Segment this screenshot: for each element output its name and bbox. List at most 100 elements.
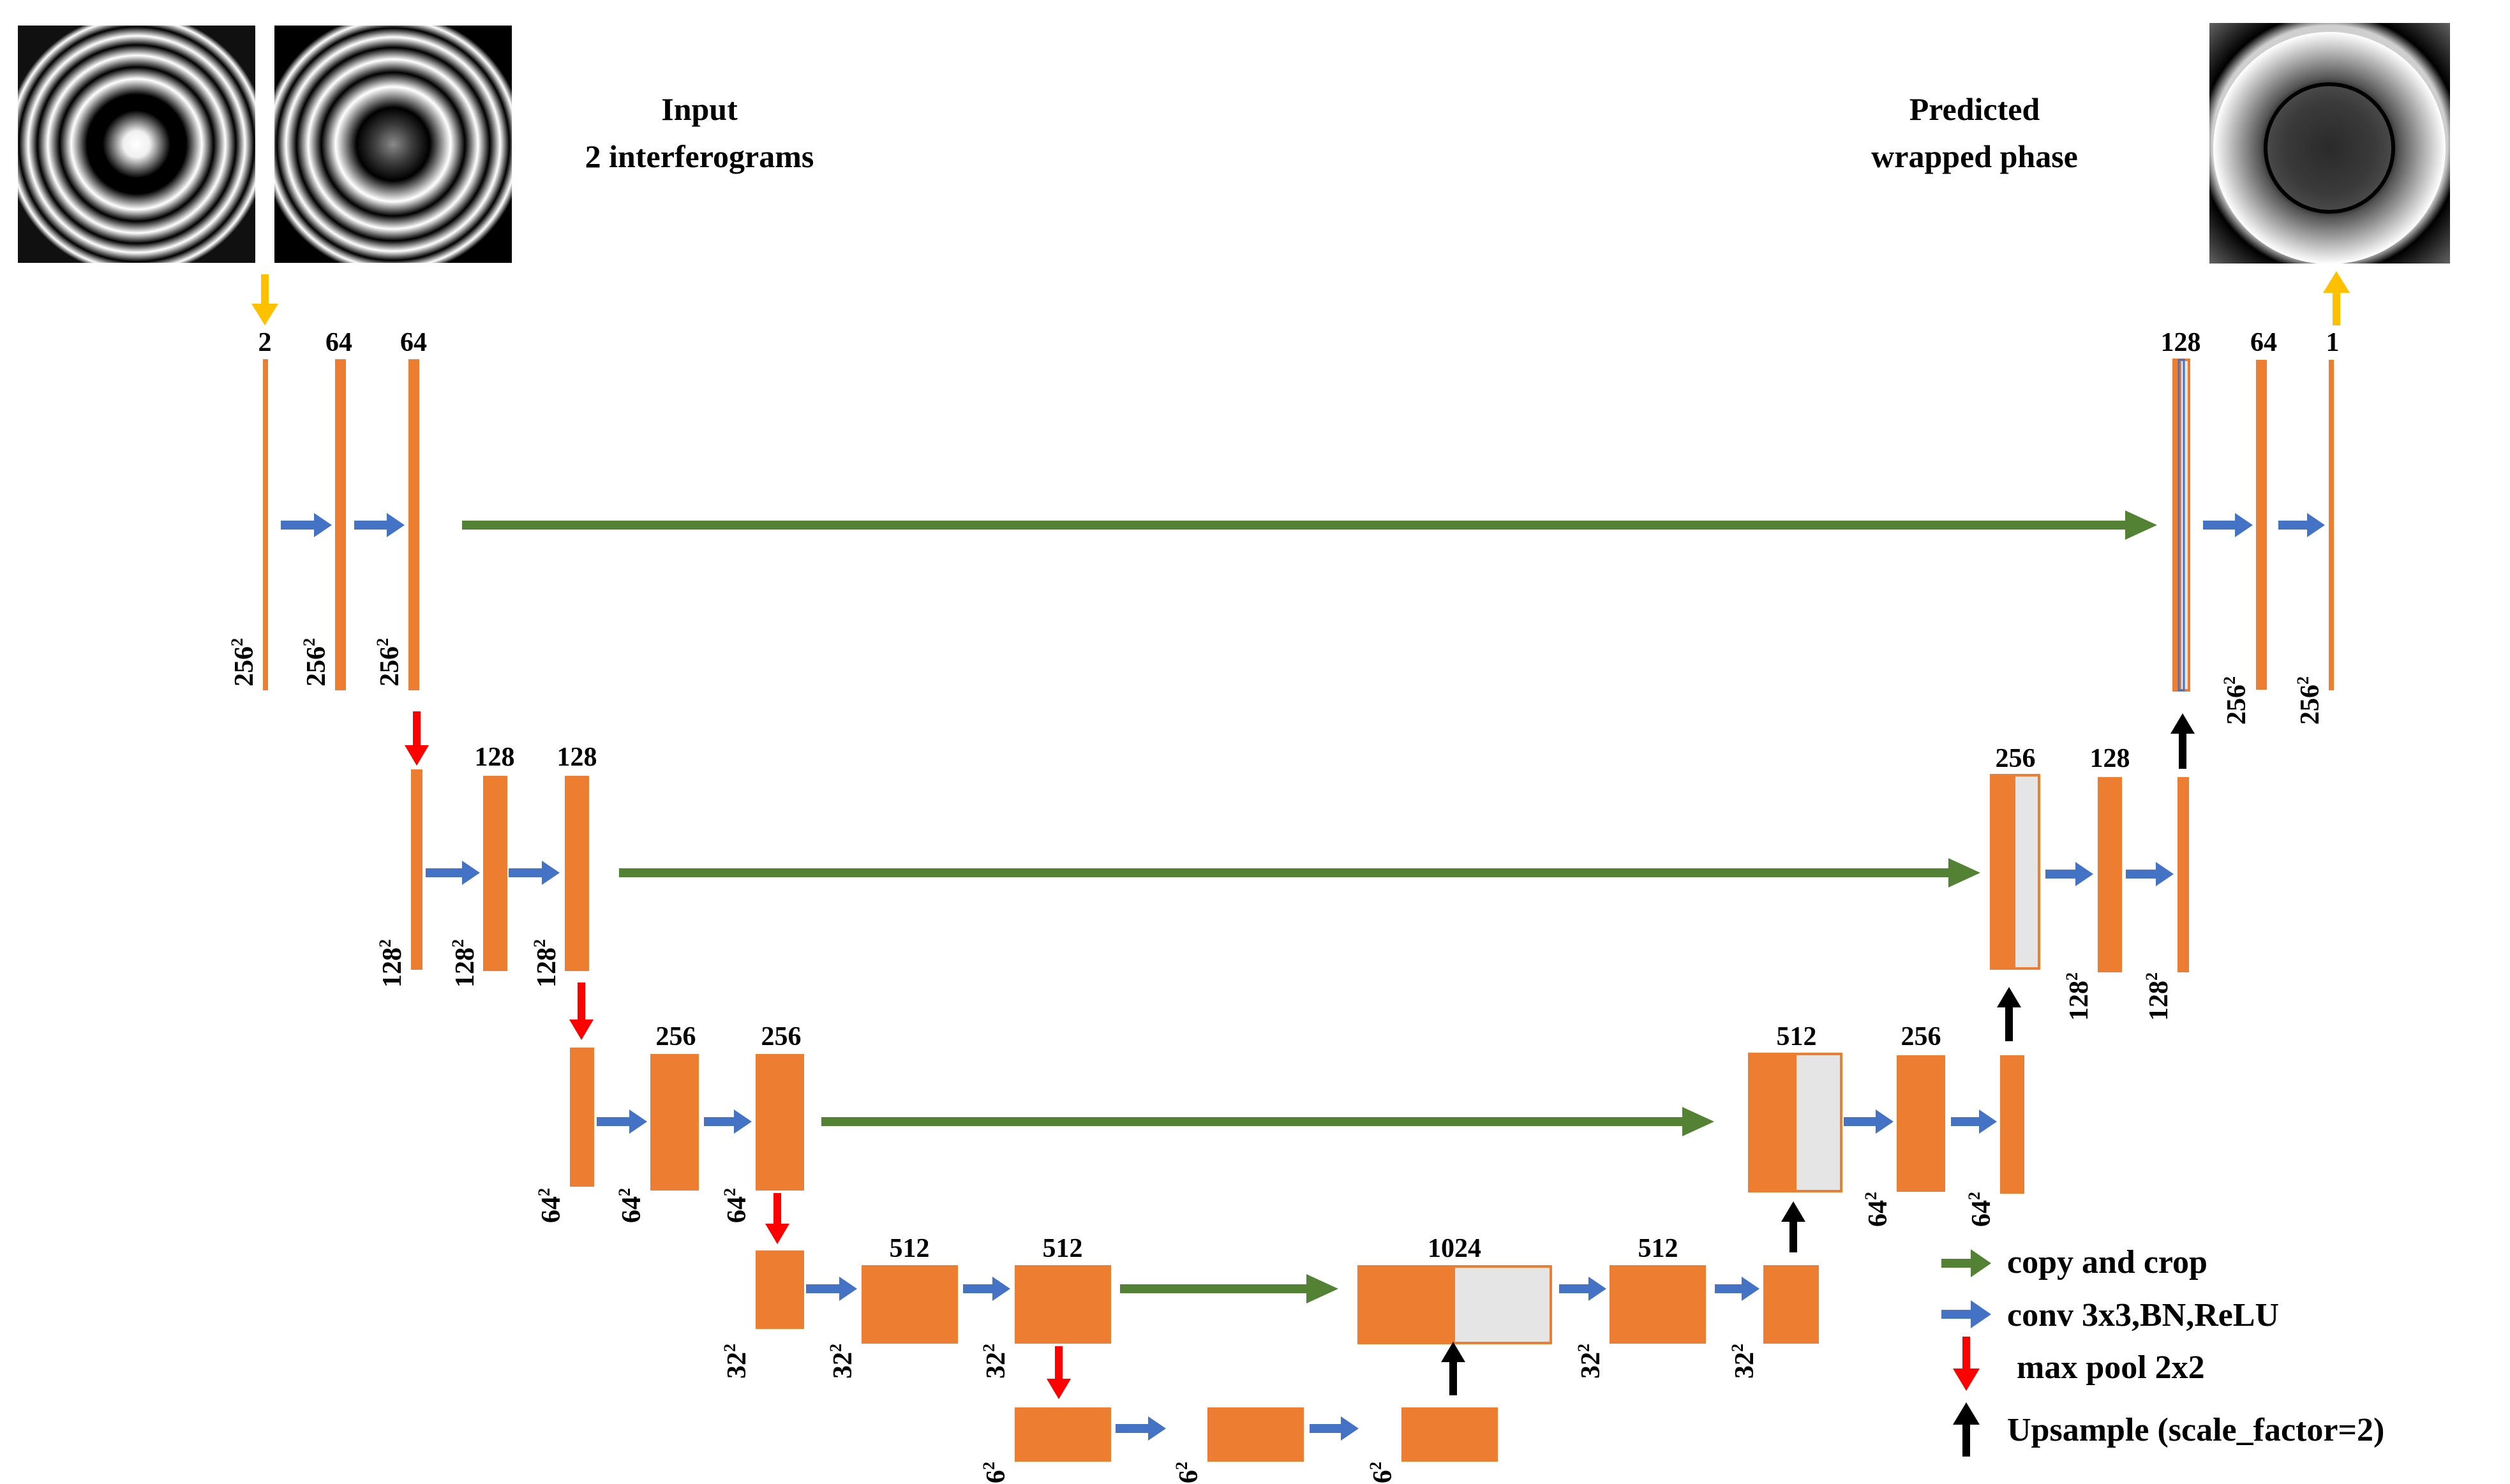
- conv-arrow-1: [281, 513, 332, 537]
- block-enc4-a: [862, 1265, 958, 1344]
- pool-arrow-4: [1047, 1346, 1071, 1399]
- conv-arrow-12-head: [1742, 1277, 1759, 1301]
- conv-arrow-16-head: [2156, 862, 2174, 886]
- input-image-1: [18, 26, 255, 263]
- block-enc1-in: [263, 359, 268, 690]
- upsample-arrow-1: [1441, 1342, 1465, 1395]
- conv-arrow-10-head: [1341, 1416, 1359, 1441]
- conv-arrow-14-head: [1979, 1109, 1997, 1134]
- size-label-1: 2562: [228, 638, 259, 686]
- size-label-16: 322: [1574, 1344, 1606, 1379]
- upsample-arrow-4: [2170, 713, 2195, 769]
- channel-label-l4-a: 512: [890, 1234, 930, 1263]
- legend-copy-arrow-head: [1971, 1249, 1991, 1277]
- output-arrow: [2323, 271, 2350, 325]
- conv-arrow-7-head: [839, 1277, 857, 1301]
- block-dec1-a: [2256, 360, 2267, 690]
- pool-arrow-3: [765, 1193, 789, 1244]
- block-enc3-b: [756, 1054, 804, 1191]
- conv-arrow-6-head: [734, 1109, 752, 1134]
- channel-label-d1-a: 64: [2250, 328, 2277, 357]
- output-image: [2209, 23, 2450, 263]
- channel-label-l3-b: 256: [761, 1022, 802, 1051]
- copy-arrow-4-head: [1306, 1274, 1338, 1303]
- legend: copy and crop conv 3x3,BN,ReLU max pool …: [1941, 1244, 2384, 1457]
- channel-label-l3-a: 256: [656, 1022, 696, 1051]
- block-enc4-pool: [756, 1250, 804, 1329]
- pool-arrow-4-head: [1047, 1379, 1071, 1399]
- input-arrow-head: [251, 304, 278, 325]
- pool-arrow-2-head: [569, 1020, 594, 1040]
- copy-arrow-3-head: [1682, 1107, 1714, 1136]
- pool-arrow-2: [569, 983, 594, 1040]
- upsample-arrow-4-head: [2170, 713, 2195, 734]
- channel-label-d3-cat: 512: [1777, 1022, 1817, 1051]
- input-image-2: [274, 26, 512, 263]
- conv-arrow-1-head: [314, 513, 332, 537]
- block-dec2-cat: [1990, 774, 2040, 970]
- block-dec3-up: [2000, 1055, 2024, 1194]
- legend-pool-arrow: [1953, 1337, 1980, 1391]
- conv-arrow-2: [354, 513, 405, 537]
- legend-copy-arrow: [1941, 1249, 1991, 1277]
- block-bot-pool: [1015, 1407, 1111, 1462]
- conv-arrow-14: [1951, 1109, 1997, 1134]
- size-label-22: 2562: [2220, 676, 2252, 725]
- copy-arrow-2-head: [1948, 858, 1980, 887]
- block-dec2-a: [2098, 777, 2122, 972]
- legend-pool-label: max pool 2x2: [2017, 1349, 2205, 1386]
- block-enc2-b: [565, 776, 589, 971]
- block-dec3-cat-outline: [1748, 1053, 1842, 1192]
- block-dec2-cat-copied: [1991, 775, 2015, 968]
- block-dec4-cat-upsampled: [1455, 1266, 1551, 1343]
- conv-arrow-11-head: [1588, 1277, 1606, 1301]
- size-label-18: 642: [1862, 1192, 1893, 1227]
- copy-arrow-1-head: [2125, 510, 2157, 540]
- upsample-arrow-2-head: [1781, 1201, 1805, 1222]
- output-title-line2: wrapped phase: [1871, 138, 2078, 174]
- conv-arrow-8-head: [992, 1277, 1010, 1301]
- legend-up-arrow-head: [1953, 1402, 1980, 1425]
- pool-arrow-1-head: [405, 745, 429, 766]
- size-label-13: 162: [980, 1462, 1011, 1484]
- conv-arrow-4-head: [542, 861, 560, 885]
- size-label-9: 642: [721, 1188, 752, 1223]
- conv-arrow-3-head: [462, 861, 480, 885]
- output-arrow-head: [2323, 271, 2350, 293]
- upsample-arrow-1-head: [1441, 1342, 1465, 1362]
- block-dec2-up: [2178, 777, 2189, 972]
- conv-arrow-18-head: [2307, 513, 2325, 537]
- size-label-3: 2562: [373, 638, 405, 686]
- conv-arrow-17: [2203, 513, 2253, 537]
- block-dec3-cat-copied: [1749, 1054, 1797, 1191]
- conv-arrow-11: [1559, 1277, 1606, 1301]
- conv-arrow-15-head: [2075, 862, 2093, 886]
- block-dec2-cat-upsampled: [2015, 775, 2039, 968]
- channel-label-l2-a: 128: [475, 743, 515, 772]
- conv-arrow-13-head: [1876, 1109, 1894, 1134]
- block-dec3-cat: [1748, 1053, 1842, 1192]
- channel-label-l4-b: 512: [1043, 1234, 1083, 1263]
- size-label-12: 322: [980, 1344, 1011, 1379]
- block-bot-b: [1401, 1407, 1498, 1462]
- block-dec4-up: [1763, 1265, 1819, 1344]
- block-dec1-cat: [2172, 359, 2190, 692]
- channel-label-d2-cat: 256: [1996, 744, 2036, 773]
- legend-conv-arrow: [1941, 1300, 1991, 1328]
- block-enc1-a: [335, 359, 346, 690]
- block-dec4-a: [1610, 1265, 1706, 1344]
- channel-label-d4-cat: 1024: [1428, 1234, 1481, 1263]
- conv-arrow-17-head: [2235, 513, 2253, 537]
- block-enc1-b: [408, 359, 419, 690]
- channel-label-l2-b: 128: [557, 743, 597, 772]
- block-dec4-cat-outline: [1357, 1265, 1552, 1344]
- upsample-arrow-3-head: [1997, 987, 2021, 1007]
- block-enc3-pool: [570, 1048, 594, 1187]
- block-dec1-out: [2329, 360, 2334, 690]
- block-dec4-cat-copied: [1359, 1266, 1455, 1343]
- channel-label-d1-out: 1: [2326, 328, 2340, 357]
- channel-label-l1-b: 64: [400, 328, 427, 357]
- conv-arrow-4: [509, 861, 560, 885]
- output-title-line1: Predicted: [1909, 91, 2040, 127]
